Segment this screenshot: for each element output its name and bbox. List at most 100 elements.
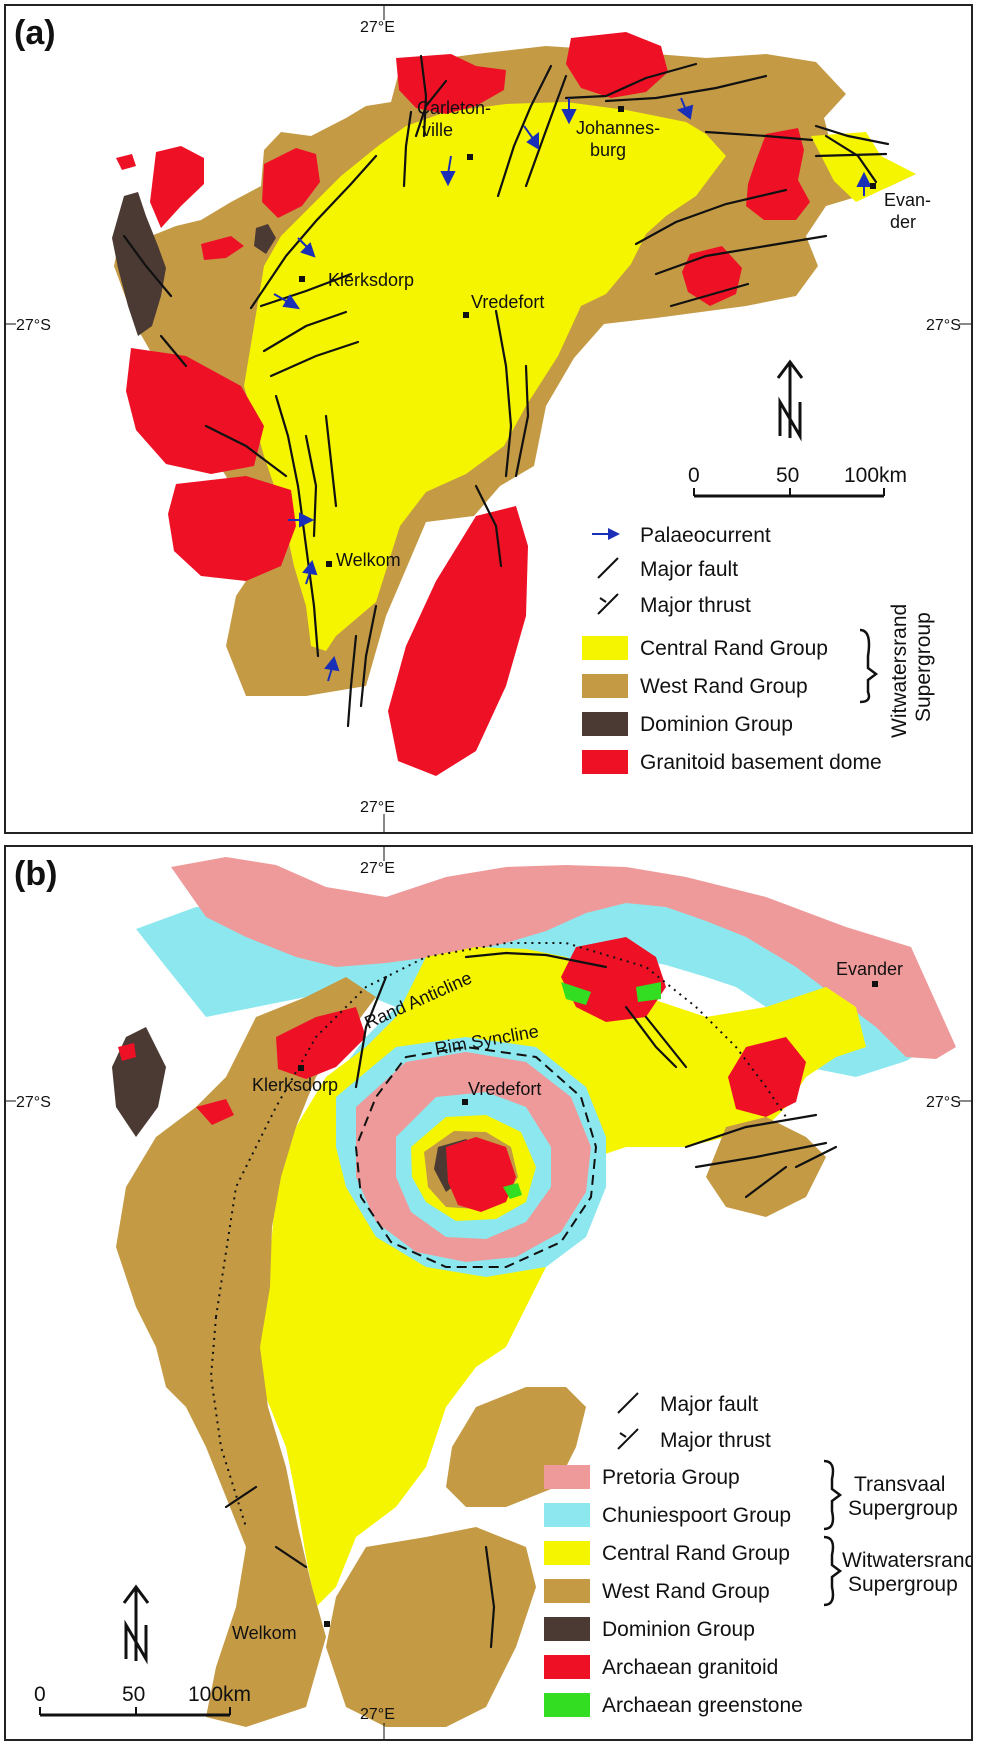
legend-label-central-rand: Central Rand Group	[640, 637, 828, 660]
central-rand-area	[244, 102, 726, 651]
city-marker-vredefort	[462, 1099, 468, 1105]
scale-bar: 0 50 100km	[34, 1683, 251, 1717]
legend-major-thrust: Major thrust	[617, 1428, 771, 1452]
legend-a: Palaeocurrent Major fault Major thrust C…	[582, 524, 935, 774]
city-marker-klerksdorp	[298, 1065, 304, 1071]
city-label-evander: Evander	[836, 959, 903, 979]
legend-swatch-dominion	[582, 712, 628, 736]
city-label-welkom: Welkom	[232, 1623, 297, 1643]
scale-bar: 0 50 100km	[688, 464, 907, 498]
city-label-carletonville-2: ville	[422, 120, 453, 140]
coord-top: 27°E	[360, 860, 395, 877]
legend-swatch-granitoid	[582, 750, 628, 774]
svg-text:Major thrust: Major thrust	[660, 1429, 771, 1452]
map-panel-b: Rand Anticline Rim Syncline Evander Kler…	[4, 845, 973, 1741]
west-rand-area	[116, 977, 376, 1727]
city-label-klerksdorp: Klerksdorp	[252, 1075, 338, 1095]
legend-label-west-rand: West Rand Group	[640, 675, 808, 698]
north-arrow-icon	[122, 1584, 150, 1665]
granitoid-dome	[118, 1043, 136, 1061]
legend-major-thrust: Major thrust	[597, 593, 751, 617]
legend-witwatersrand-label-1: Witwatersrand	[842, 1549, 971, 1572]
svg-text:Major fault: Major fault	[640, 558, 738, 581]
legend-swatch-dominion	[544, 1617, 590, 1641]
legend-swatch-pretoria	[544, 1465, 590, 1489]
coord-bottom: 27°E	[360, 1706, 395, 1723]
granitoid-dome	[116, 154, 136, 170]
coord-left: 27°S	[16, 317, 51, 334]
granitoid-dome	[150, 146, 204, 228]
legend-major-fault: Major fault	[617, 1392, 758, 1416]
map-panel-a: Carleton- ville Johannes- burg Evan- der…	[4, 4, 973, 834]
major-faults	[122, 54, 890, 728]
coord-left: 27°S	[16, 1094, 51, 1111]
major-thrusts	[354, 951, 608, 1089]
city-marker-evander	[870, 183, 876, 189]
dominion-area	[112, 192, 166, 336]
granitoid-dome	[276, 1007, 366, 1079]
legend-transvaal-label-2: Supergroup	[848, 1497, 958, 1520]
pretoria-area	[171, 857, 956, 1059]
legend-bracket-label-1: Witwatersrand	[888, 604, 911, 738]
legend-label-pretoria: Pretoria Group	[602, 1466, 740, 1489]
legend-major-fault: Major fault	[597, 557, 738, 581]
legend-swatch-central-rand	[582, 636, 628, 660]
rand-anticline-trace	[215, 942, 787, 1318]
city-marker-welkom	[326, 561, 332, 567]
rim-syncline-trace	[354, 1045, 598, 1268]
palaeocurrent-arrows	[273, 97, 872, 682]
north-arrow-icon	[776, 359, 804, 442]
city-label-carletonville-1: Carleton-	[417, 98, 491, 118]
greenstone-vredefort	[503, 1183, 522, 1199]
legend-swatch-chuniespoort	[544, 1503, 590, 1527]
city-label-evander-1: Evan-	[884, 190, 931, 210]
granitoid-dome	[201, 236, 244, 260]
legend-bracket	[859, 628, 879, 704]
legend-label-granitoid: Granitoid basement dome	[640, 751, 882, 774]
legend-label-west-rand: West Rand Group	[602, 1580, 770, 1603]
svg-text:Major thrust: Major thrust	[640, 594, 751, 617]
map-a-svg: Carleton- ville Johannes- burg Evan- der…	[6, 6, 971, 832]
panel-label-b: (b)	[14, 855, 57, 893]
greenstone-dome-1	[561, 982, 591, 1005]
city-marker-vredefort	[463, 312, 469, 318]
scale-tick-0: 0	[34, 1683, 46, 1706]
city-marker-welkom	[324, 1621, 330, 1627]
west-rand-area-south	[326, 1527, 536, 1727]
scale-tick-100: 100km	[844, 464, 907, 487]
coord-top: 27°E	[360, 19, 395, 36]
svg-text:Palaeocurrent: Palaeocurrent	[640, 524, 771, 547]
dominion-area-2	[254, 224, 276, 254]
legend-label-greenstone: Archaean greenstone	[602, 1694, 803, 1717]
scale-tick-100: 100km	[188, 1683, 251, 1706]
coord-right: 27°S	[926, 1094, 961, 1111]
city-label-vredefort: Vredefort	[471, 292, 544, 312]
scale-tick-0: 0	[688, 464, 700, 487]
legend-label-granitoid: Archaean granitoid	[602, 1656, 778, 1679]
dominion-area	[112, 1027, 166, 1137]
legend-swatch-central-rand	[544, 1541, 590, 1565]
svg-text:Major fault: Major fault	[660, 1393, 758, 1416]
city-marker-klerksdorp	[299, 276, 305, 282]
city-label-vredefort: Vredefort	[468, 1079, 541, 1099]
granitoid-dome	[746, 128, 810, 220]
legend-b: Major fault Major thrust Pretoria Group …	[544, 1392, 971, 1717]
west-rand-area-east	[706, 1117, 826, 1217]
legend-bracket-label-2: Supergroup	[912, 612, 935, 722]
legend-bracket-transvaal	[823, 1459, 843, 1531]
legend-label-central-rand: Central Rand Group	[602, 1542, 790, 1565]
coord-right: 27°S	[926, 317, 961, 334]
city-marker-evander	[872, 981, 878, 987]
panel-label-a: (a)	[14, 14, 56, 52]
legend-bracket-witwatersrand	[823, 1535, 843, 1607]
city-label-johannesburg-1: Johannes-	[576, 118, 660, 138]
granitoid-dome	[388, 506, 528, 776]
greenstone-dome-2	[636, 982, 661, 1002]
granitoid-dome	[168, 476, 296, 581]
granitoid-dome	[566, 32, 668, 98]
legend-swatch-greenstone	[544, 1693, 590, 1717]
city-label-johannesburg-2: burg	[590, 140, 626, 160]
granitoid-dome	[262, 148, 320, 218]
map-b-svg: Rand Anticline Rim Syncline Evander Kler…	[6, 847, 971, 1739]
city-label-klerksdorp: Klerksdorp	[328, 270, 414, 290]
